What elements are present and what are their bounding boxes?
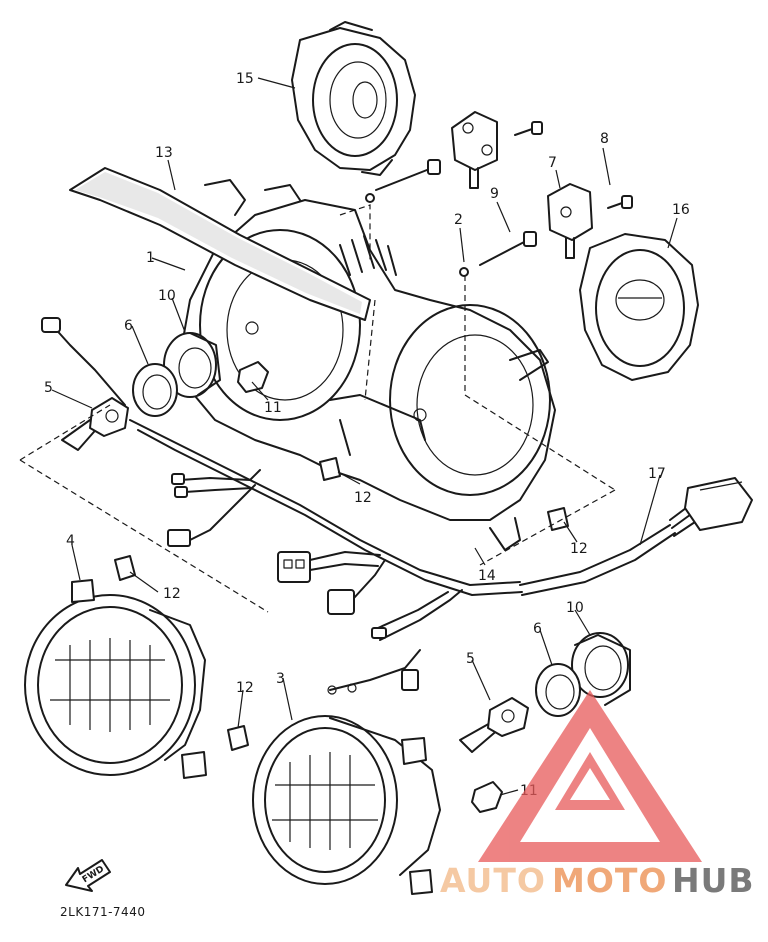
callout-4: 4 [66, 533, 75, 549]
part-17-connector [519, 477, 753, 596]
callout-5-upper: 5 [44, 380, 53, 396]
part-7-bracket [547, 183, 593, 259]
part-5-bulb-upper [61, 397, 129, 451]
part-6-ring-upper [132, 363, 178, 417]
callout-1: 1 [146, 250, 155, 266]
part-10-socket-upper [163, 332, 221, 398]
watermark-hub: HUB [672, 861, 755, 900]
callout-16: 16 [672, 202, 690, 218]
leader-lines [51, 77, 678, 796]
callout-12-b: 12 [570, 541, 588, 557]
callout-12-d: 12 [236, 680, 254, 696]
part-8-bolt [514, 121, 633, 209]
watermark-logo [478, 690, 702, 862]
watermark-auto: AUTO [440, 861, 546, 900]
part-16-housing [579, 233, 699, 381]
callout-7: 7 [548, 155, 557, 171]
part-3-headlight [252, 715, 441, 895]
callout-8: 8 [600, 131, 609, 147]
part-6-ring-lower [535, 663, 581, 717]
wire-harness-upper [41, 317, 523, 596]
callout-12-c: 12 [163, 586, 181, 602]
callout-12-a: 12 [354, 490, 372, 506]
watermark-text: AUTO MOTO HUB [440, 861, 755, 900]
fwd-arrow: FWD [65, 859, 111, 892]
callout-10-upper: 10 [158, 288, 176, 304]
callout-5-lower: 5 [466, 651, 475, 667]
part-2-ring [365, 193, 469, 277]
watermark-moto: MOTO [552, 861, 667, 900]
callout-15: 15 [236, 71, 254, 87]
callout-9: 9 [490, 186, 499, 202]
callout-17: 17 [648, 466, 666, 482]
callout-6-lower: 6 [533, 621, 542, 637]
part-code: 2LK171-7440 [60, 905, 145, 919]
part-10-socket-lower [571, 632, 631, 706]
callout-3: 3 [276, 671, 285, 687]
callout-2: 2 [454, 212, 463, 228]
part-5-bulb-lower [459, 697, 529, 753]
connector-upper-wires [167, 469, 261, 547]
part-11-clip-lower [471, 781, 503, 813]
middle-connectors [277, 551, 463, 695]
callout-11-upper: 11 [264, 400, 282, 416]
part-9-screws [375, 159, 537, 266]
part-8-bracket [451, 111, 498, 189]
callout-10-lower: 10 [566, 600, 584, 616]
part-11-clip-upper [237, 361, 269, 393]
dashed-guide-lines [19, 204, 616, 613]
callout-13: 13 [155, 145, 173, 161]
callout-6-upper: 6 [124, 318, 133, 334]
part-4-headlight [24, 579, 207, 779]
callout-14: 14 [478, 568, 496, 584]
part-15-housing [291, 21, 416, 176]
cooling-fins [339, 235, 397, 276]
part-13-strip [69, 167, 371, 321]
